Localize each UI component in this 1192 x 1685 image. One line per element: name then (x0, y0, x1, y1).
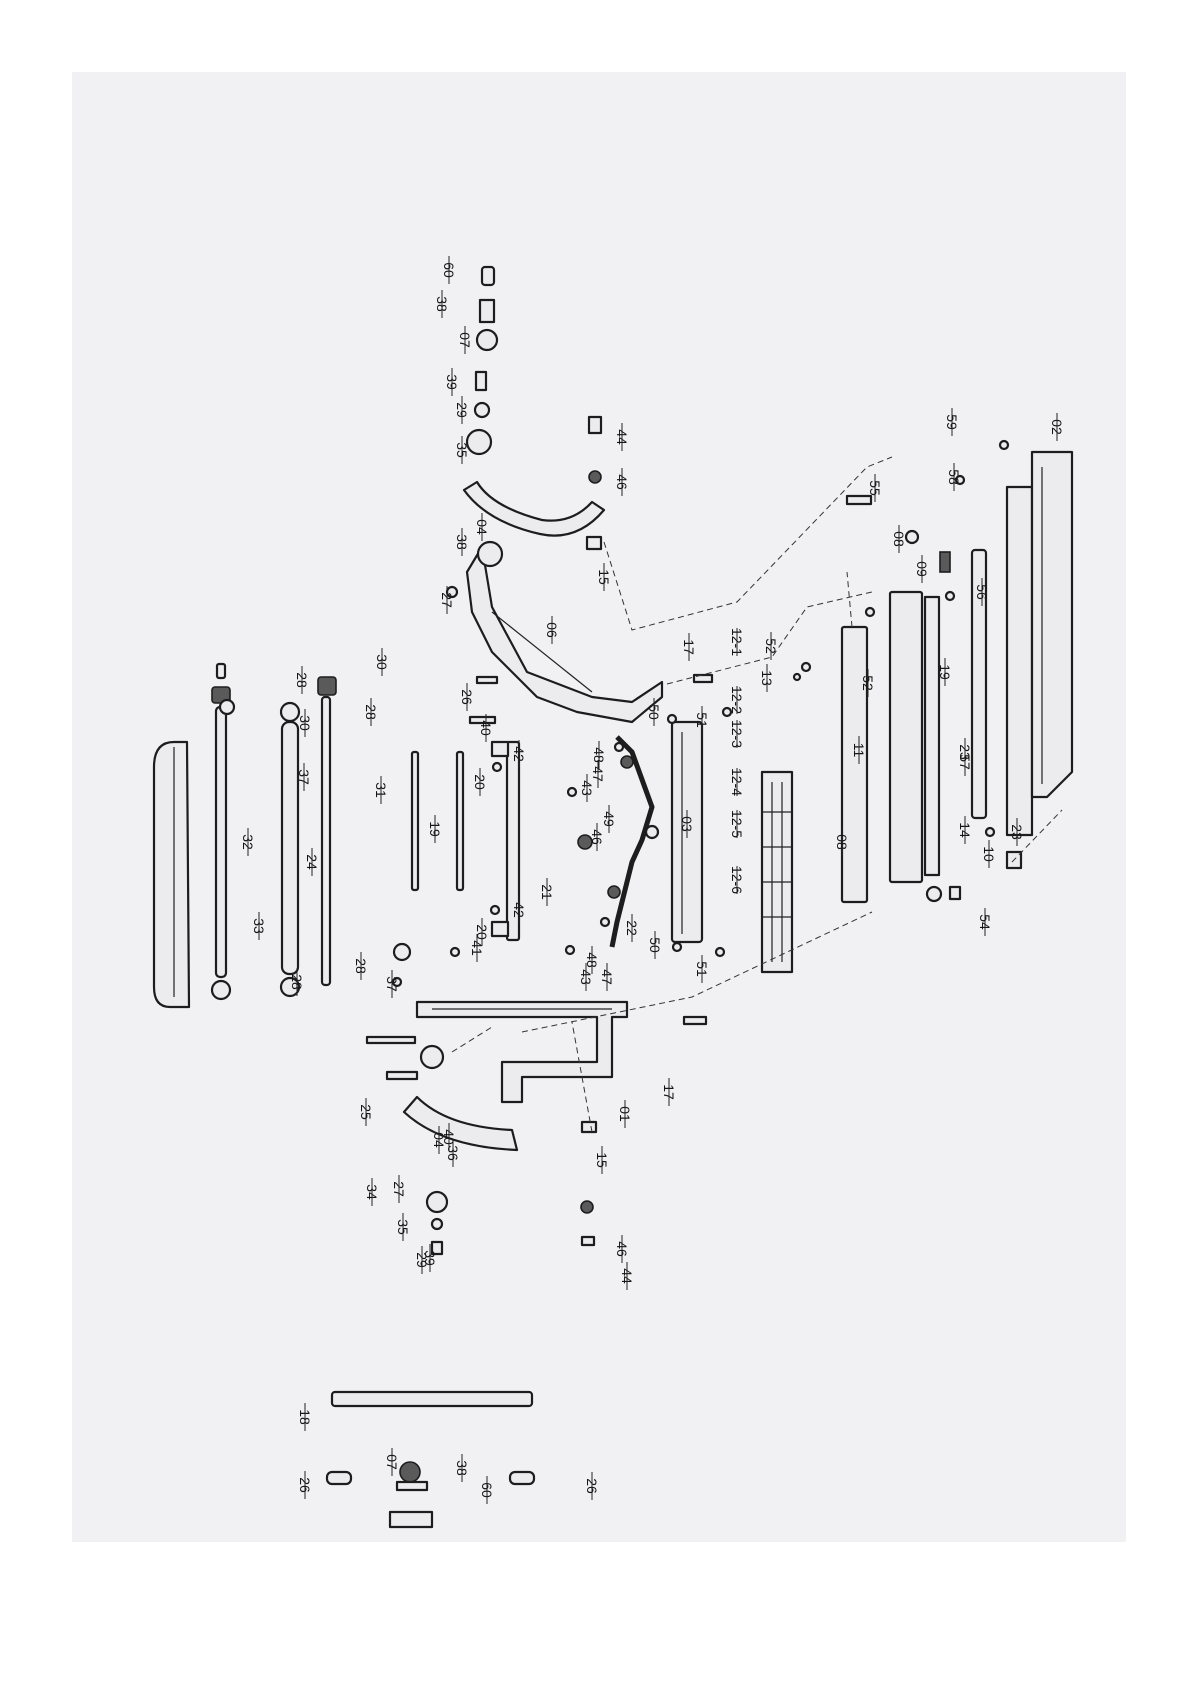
part-rod-32 (216, 707, 226, 977)
part-bolt-38a (397, 1482, 427, 1490)
part-disc-36 (421, 1046, 443, 1068)
part-screw-42a (491, 906, 499, 914)
part-arc-bracket-04a (404, 1097, 517, 1150)
part-rail-11 (890, 592, 922, 882)
part-pin-26a (327, 1472, 351, 1484)
part-pin-26b (510, 1472, 534, 1484)
part-screw-47b (615, 743, 623, 751)
part-washer-46a (581, 1201, 593, 1213)
part-bracket-bar-18 (332, 1392, 532, 1406)
part-screw-59 (1000, 441, 1008, 449)
part-tie-rod-19b (412, 752, 418, 890)
part-disc-38 (478, 542, 502, 566)
part-spring-40a (387, 1072, 417, 1079)
part-screw-17a (684, 1017, 706, 1024)
part-lever-60a (390, 1512, 432, 1527)
part-screw-51a (716, 948, 724, 956)
part-screw-50b (668, 715, 676, 723)
part-screw-52a (802, 663, 810, 671)
part-screw-52b (866, 608, 874, 616)
part-nut-48b (621, 756, 633, 768)
assembly-lines (452, 457, 1062, 1132)
part-frame-rail-08 (842, 627, 867, 902)
part-nut-49 (646, 826, 658, 838)
part-bolt-38b (480, 300, 494, 322)
part-nut-30b (318, 677, 336, 695)
part-shaft-31 (322, 697, 330, 985)
part-screw-42b (493, 763, 501, 771)
part-screw-47a (601, 918, 609, 926)
part-screw-50a (673, 943, 681, 951)
part-knob-07a (400, 1462, 420, 1482)
part-screw-56 (946, 592, 954, 600)
part-washer-46b (589, 471, 601, 483)
part-screw-57 (986, 828, 994, 836)
part-screw-43a (566, 946, 574, 954)
part-spring-09 (940, 552, 950, 572)
part-tie-rod-19a (457, 752, 463, 890)
part-pin-26c (477, 677, 497, 683)
part-spacer-37a (217, 664, 225, 678)
part-washer-54 (927, 887, 941, 901)
part-clamp-20b (492, 922, 508, 936)
part-knob-35a (427, 1192, 447, 1212)
part-screw-39b (476, 372, 486, 390)
part-screw-41 (451, 948, 459, 956)
part-washer-29b (475, 403, 489, 417)
part-knob-07b (477, 330, 497, 350)
part-rail-23a (925, 597, 939, 875)
exploded-parts-diagram: 0102030404060707080809101112-112-212-312… (72, 72, 1126, 1542)
part-nut-48a (608, 886, 620, 898)
part-bushing-28d (220, 700, 234, 714)
part-screw-14 (950, 887, 960, 899)
part-stud-15a (582, 1122, 596, 1132)
part-base-rail-02 (1032, 452, 1072, 797)
part-cap-28a (212, 981, 230, 999)
part-cap-28b (281, 703, 299, 721)
part-lever-60b (482, 267, 494, 285)
part-screw-44b (589, 417, 601, 433)
part-screw-55 (847, 496, 871, 504)
part-screw-44a (582, 1237, 594, 1245)
part-hub-34 (394, 944, 410, 960)
part-stud-15b (587, 537, 601, 549)
part-grate-12 (762, 772, 792, 972)
callout-labels: 0102030404060707080809101112-112-212-312… (240, 256, 1065, 1504)
part-plank-23b (1007, 487, 1032, 835)
part-clamp-20a (492, 742, 508, 756)
part-cover-channel (154, 742, 189, 1007)
part-side-frame-06 (467, 547, 662, 722)
part-roller-24 (282, 722, 298, 974)
part-washer-29a (432, 1219, 442, 1229)
parts-layer (154, 267, 1072, 1527)
part-screw-43b (568, 788, 576, 796)
part-screw-13 (794, 674, 800, 680)
part-bolt-25 (367, 1037, 415, 1043)
